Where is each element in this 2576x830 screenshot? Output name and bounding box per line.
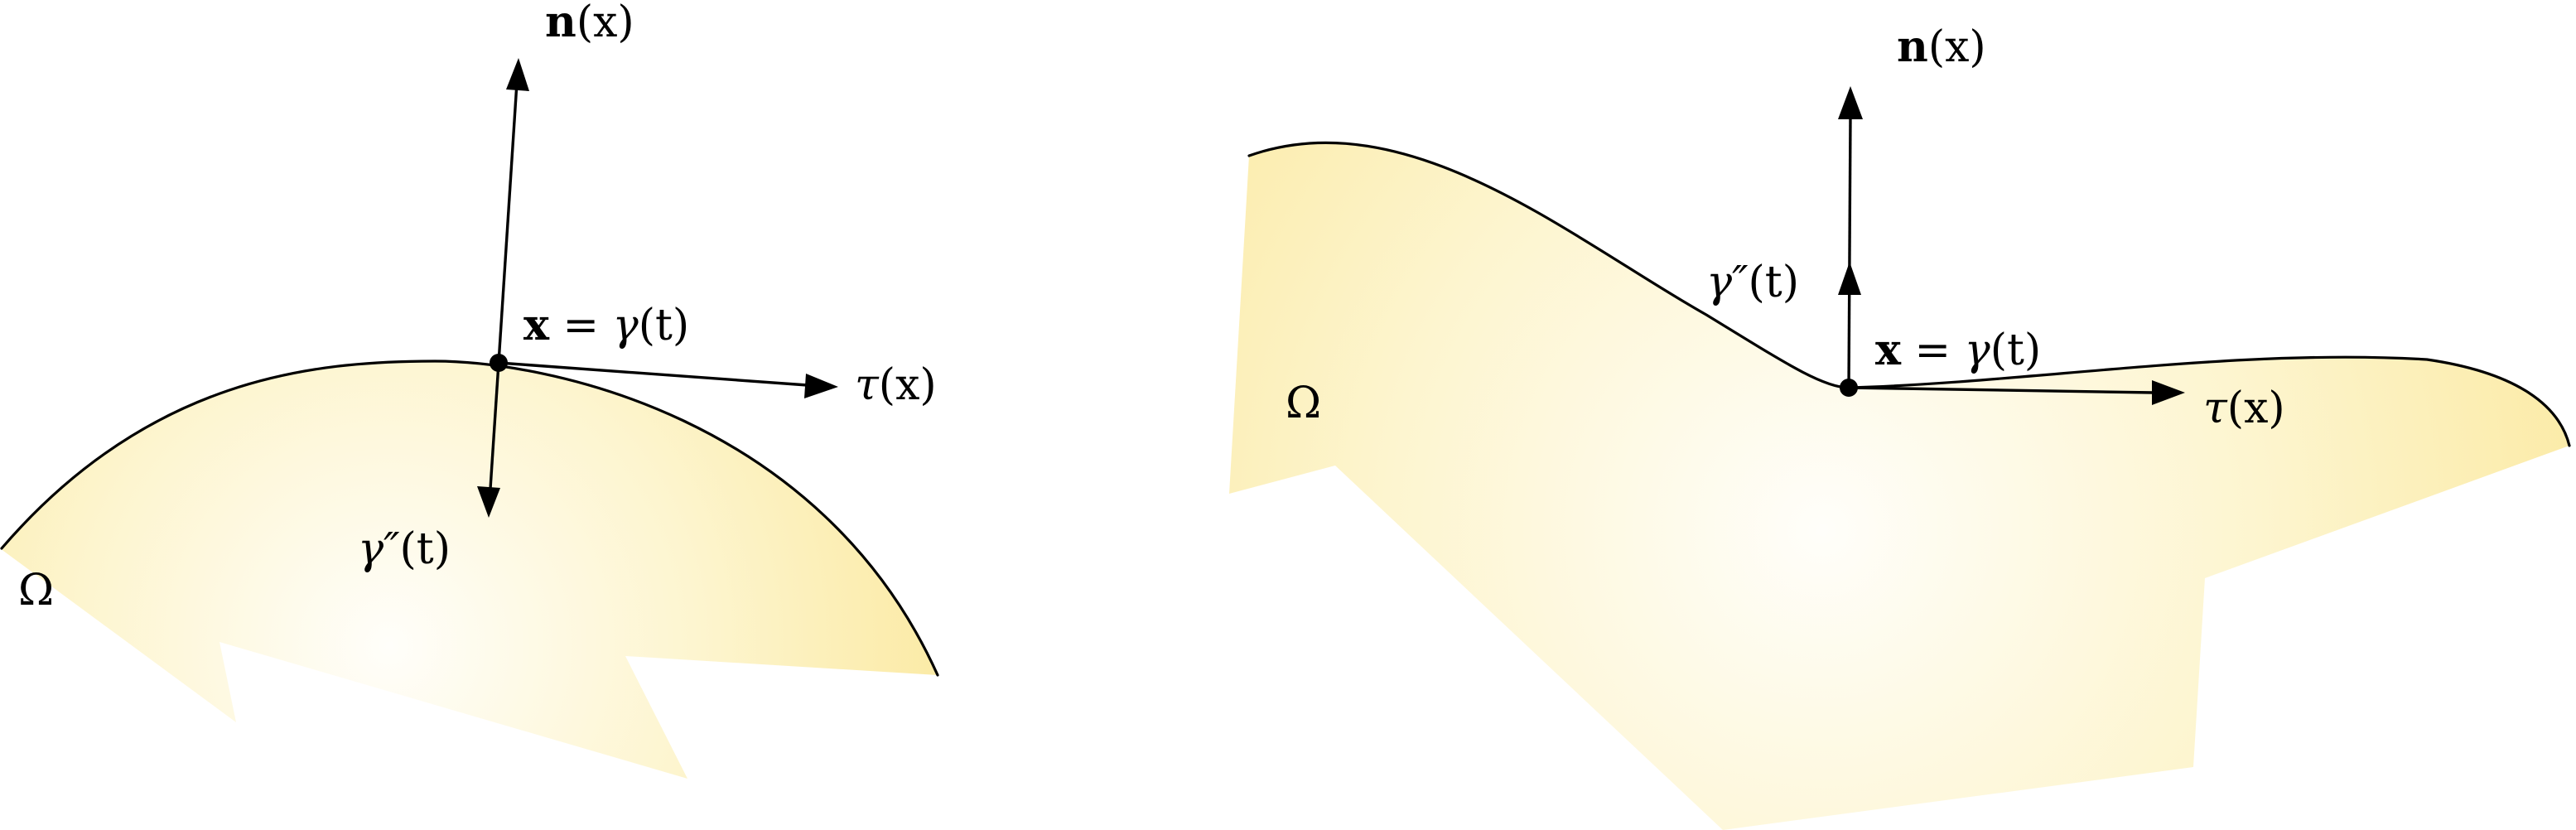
right-normal-arrow [1838,86,1863,388]
right-panel: n(x) γ″(t) x = γ(t) τ(x) Ω [1229,22,2571,830]
left-boundary-point [490,354,508,372]
left-curvature-arrow [477,362,500,518]
left-tangent-label: τ(x) [855,360,937,410]
right-point-label: x = γ(t) [1875,325,2041,375]
right-curvature-arrow [1838,262,1861,295]
right-tangent-arrow [1848,380,2185,405]
right-region-label: Ω [1286,379,1321,428]
right-boundary-point [1840,379,1858,397]
right-curvature-label: γ″(t) [1706,258,1799,307]
left-normal-label: n(x) [545,0,634,47]
left-region-label: Ω [18,566,54,615]
left-panel: n(x) x = γ(t) τ(x) γ″(t) Ω [0,0,939,779]
left-curvature-label: γ″(t) [358,524,451,574]
right-tangent-label: τ(x) [2203,384,2285,433]
left-point-label: x = γ(t) [523,300,689,350]
left-boundary-curve [0,360,939,677]
right-normal-label: n(x) [1897,22,1986,72]
left-tangent-arrow [498,361,838,398]
left-normal-arrow [497,58,529,364]
right-region-omega-fill [1229,142,2569,830]
left-region-omega-fill [0,361,938,779]
